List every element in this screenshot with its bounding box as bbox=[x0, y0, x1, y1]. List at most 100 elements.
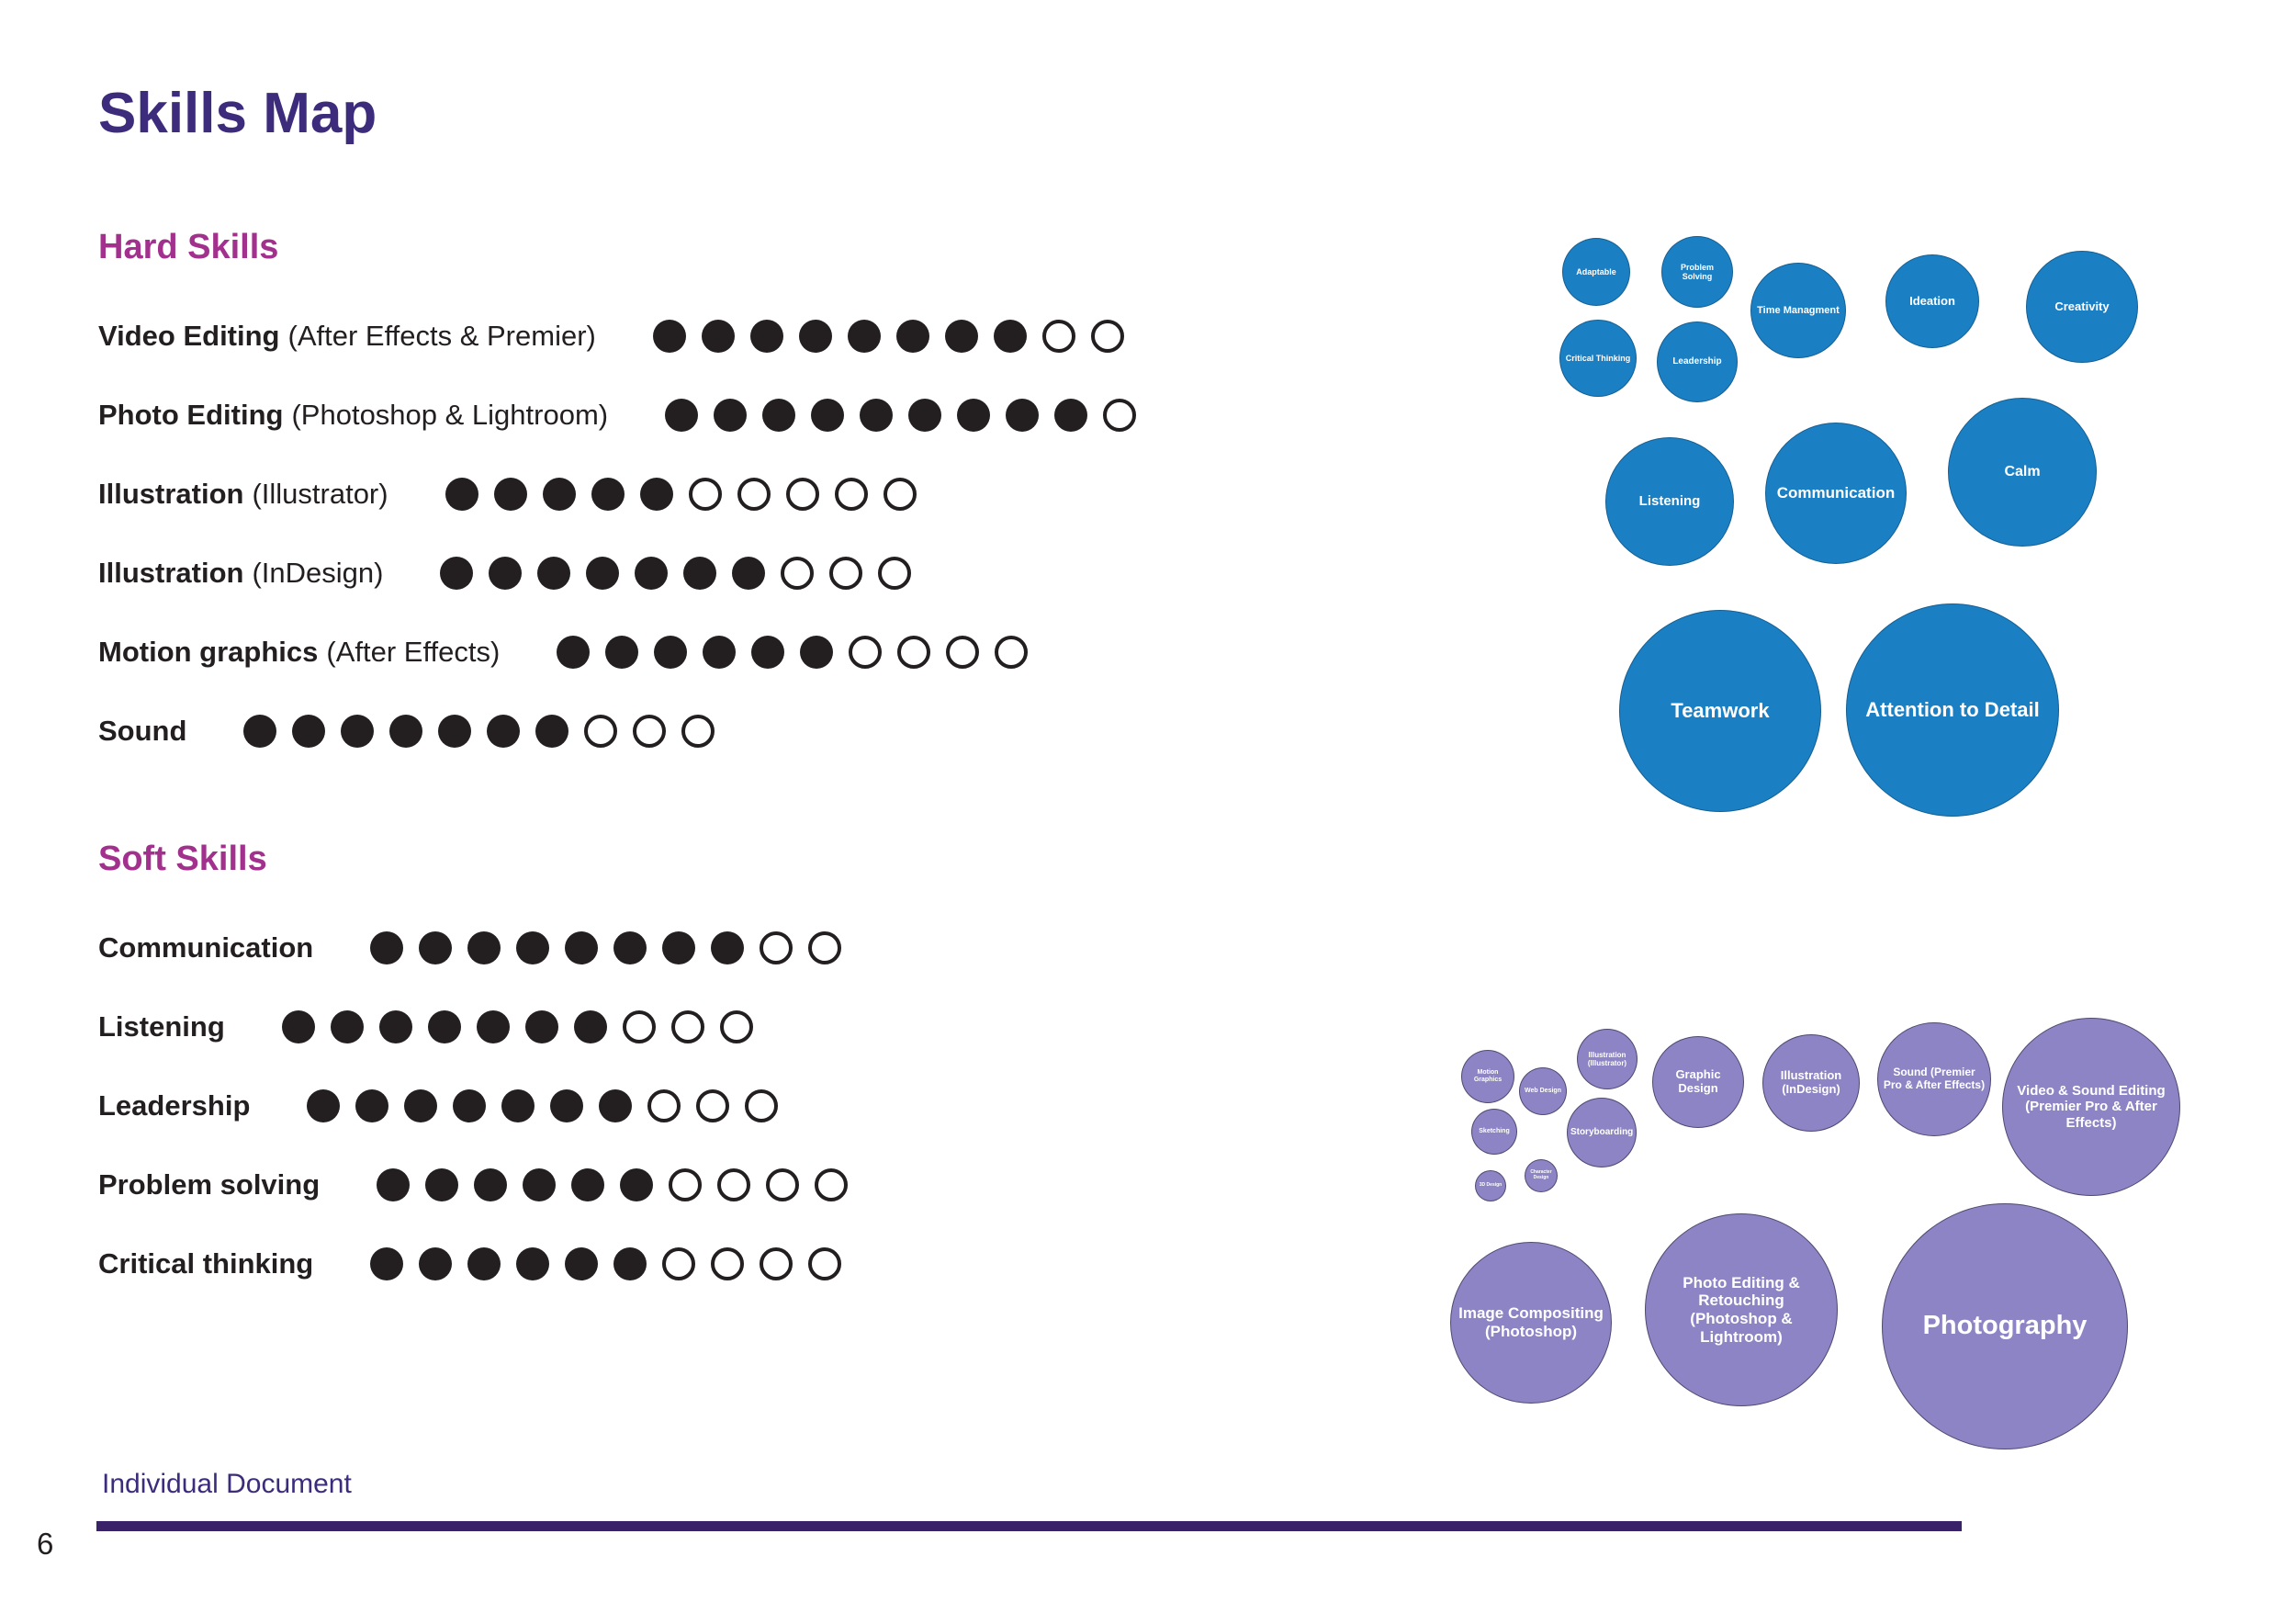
bubble-label: Leadership bbox=[1672, 356, 1722, 367]
bubble-label: Problem Solving bbox=[1680, 262, 1714, 281]
rating-dot-filled bbox=[1006, 399, 1040, 432]
bubble-teamwork: Teamwork bbox=[1619, 610, 1821, 812]
rating-dot-empty bbox=[785, 478, 819, 511]
bubble-label: Illustration (InDesign) bbox=[1780, 1068, 1842, 1096]
rating-dot-filled bbox=[895, 320, 929, 353]
rating-dot-filled bbox=[542, 478, 576, 511]
rating-dot-filled bbox=[683, 557, 717, 590]
skill-row-illustration-indesign: Illustration(InDesign) bbox=[98, 534, 1136, 613]
rating-dot-filled bbox=[307, 1089, 341, 1122]
skill-row-photo-editing-photoshop-lightroom: Photo Editing(Photoshop & Lightroom) bbox=[98, 376, 1137, 455]
rating-dot-filled bbox=[565, 931, 599, 964]
rating-dot-filled bbox=[419, 931, 453, 964]
skill-detail: (After Effects & Premier) bbox=[287, 320, 596, 352]
rating-dot-filled bbox=[487, 715, 521, 748]
skill-row-critical-thinking: Critical thinking bbox=[98, 1224, 848, 1303]
bubble-critical-thinking: Critical Thinking bbox=[1559, 320, 1637, 397]
bubble-3d-design: 3D Design bbox=[1475, 1170, 1506, 1201]
skill-label: Listening bbox=[98, 1010, 225, 1043]
rating-dot-filled bbox=[800, 636, 834, 669]
bubble-label: Photo Editing & Retouching (Photoshop & … bbox=[1683, 1273, 1800, 1346]
skill-label: Photo Editing(Photoshop & Lightroom) bbox=[98, 399, 608, 432]
rating-dot-filled bbox=[662, 931, 696, 964]
bubble-video-sound-editing-premier-pro-after-effects: Video & Sound Editing (Premier Pro & Aft… bbox=[2002, 1018, 2180, 1196]
rating-dots bbox=[445, 478, 917, 511]
rating-dot-empty bbox=[849, 636, 883, 669]
skill-row-motion-graphics-after-effects: Motion graphics(After Effects) bbox=[98, 613, 1136, 692]
rating-dots bbox=[377, 1168, 849, 1201]
rating-dot-filled bbox=[703, 636, 737, 669]
rating-dot-empty bbox=[766, 1168, 800, 1201]
bubble-label: Adaptable bbox=[1576, 266, 1616, 276]
rating-dot-empty bbox=[808, 931, 842, 964]
bubble-label: 3D Design bbox=[1479, 1182, 1503, 1189]
bubble-label: Teamwork bbox=[1671, 699, 1770, 723]
rating-dots bbox=[370, 931, 842, 964]
rating-dot-filled bbox=[565, 1247, 599, 1280]
bubble-photo-editing-retouching-photoshop-lightroom: Photo Editing & Retouching (Photoshop & … bbox=[1645, 1213, 1838, 1406]
rating-dot-filled bbox=[591, 478, 625, 511]
rating-dot-filled bbox=[501, 1089, 535, 1122]
rating-dot-filled bbox=[620, 1168, 654, 1201]
bubble-label: Time Managment bbox=[1757, 304, 1840, 316]
bubble-sketching: Sketching bbox=[1471, 1109, 1517, 1155]
rating-dot-filled bbox=[957, 399, 991, 432]
page-number: 6 bbox=[37, 1527, 54, 1561]
rating-dot-filled bbox=[524, 1010, 558, 1043]
skill-row-video-editing-after-effects-premier: Video Editing(After Effects & Premier) bbox=[98, 297, 1136, 376]
skill-label: Critical thinking bbox=[98, 1247, 313, 1280]
skill-name: Photo Editing bbox=[98, 399, 284, 431]
bubble-label: Web Design bbox=[1525, 1087, 1561, 1094]
rating-dot-empty bbox=[834, 478, 868, 511]
rating-dot-filled bbox=[860, 399, 894, 432]
rating-dot-filled bbox=[404, 1089, 438, 1122]
bubble-label: Creativity bbox=[2054, 299, 2110, 313]
rating-dot-filled bbox=[613, 931, 647, 964]
bubble-label: Sketching bbox=[1479, 1127, 1510, 1134]
rating-dot-filled bbox=[493, 478, 527, 511]
rating-dot-empty bbox=[696, 1089, 730, 1122]
rating-dot-filled bbox=[701, 320, 735, 353]
rating-dot-empty bbox=[622, 1010, 656, 1043]
rating-dot-filled bbox=[445, 478, 478, 511]
bubble-graphic-design: Graphic Design bbox=[1652, 1036, 1744, 1128]
rating-dot-filled bbox=[419, 1247, 453, 1280]
rating-dot-empty bbox=[781, 557, 815, 590]
skill-name: Video Editing bbox=[98, 320, 280, 352]
skill-name: Illustration bbox=[98, 478, 244, 510]
rating-dot-empty bbox=[584, 715, 618, 748]
bubble-label: Storyboarding bbox=[1570, 1127, 1634, 1138]
rating-dot-filled bbox=[377, 1168, 411, 1201]
bubble-communication: Communication bbox=[1765, 423, 1907, 564]
rating-dot-empty bbox=[670, 1010, 704, 1043]
skill-row-illustration-illustrator: Illustration(Illustrator) bbox=[98, 455, 1136, 534]
rating-dot-filled bbox=[438, 715, 472, 748]
skill-row-listening: Listening bbox=[98, 987, 848, 1066]
skill-detail: (Illustrator) bbox=[252, 478, 388, 510]
bubble-label: Graphic Design bbox=[1675, 1067, 1721, 1095]
bubble-attention-to-detail: Attention to Detail bbox=[1846, 603, 2059, 817]
rating-dot-filled bbox=[944, 320, 978, 353]
rating-dot-empty bbox=[760, 1247, 793, 1280]
skill-label: Video Editing(After Effects & Premier) bbox=[98, 320, 596, 353]
rating-dot-empty bbox=[897, 636, 931, 669]
rating-dot-filled bbox=[389, 715, 423, 748]
rating-dot-filled bbox=[652, 320, 686, 353]
rating-dot-filled bbox=[599, 1089, 633, 1122]
skill-detail: (After Effects) bbox=[326, 636, 501, 668]
skill-label: Leadership bbox=[98, 1089, 250, 1122]
bubble-illustration-illustrator: Illustration (Illustrator) bbox=[1577, 1029, 1638, 1089]
bubble-leadership: Leadership bbox=[1657, 321, 1738, 402]
rating-dot-empty bbox=[1090, 320, 1124, 353]
skill-name: Motion graphics bbox=[98, 636, 319, 668]
rating-dots bbox=[440, 557, 912, 590]
rating-dot-empty bbox=[995, 636, 1029, 669]
rating-dot-filled bbox=[550, 1089, 584, 1122]
rating-dot-filled bbox=[535, 715, 569, 748]
bubble-creativity: Creativity bbox=[2026, 251, 2138, 363]
rating-dot-filled bbox=[355, 1089, 389, 1122]
rating-dot-filled bbox=[516, 1247, 550, 1280]
rating-dots bbox=[652, 320, 1124, 353]
